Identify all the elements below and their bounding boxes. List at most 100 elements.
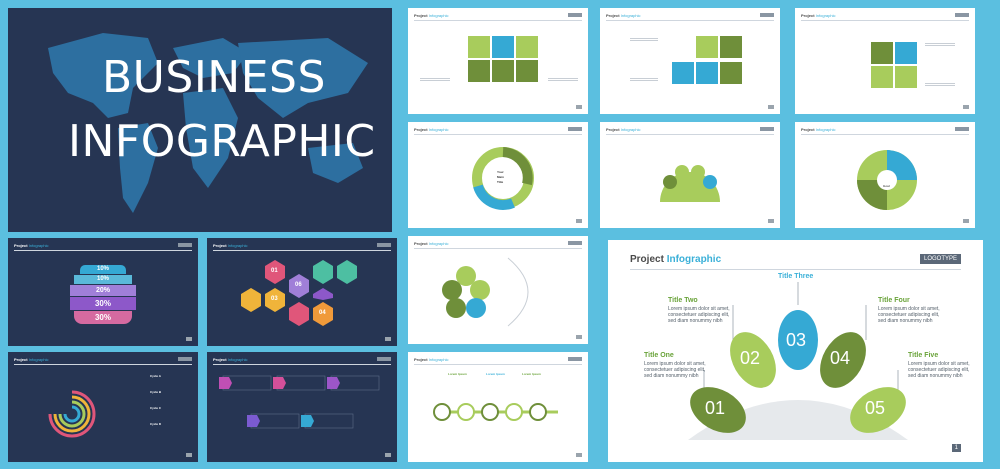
donut-center-line2: Main [497, 175, 504, 179]
slide-puzzle-2[interactable]: Project Infographic [600, 8, 780, 114]
radial-bars-graphic [48, 390, 96, 438]
slide-divider [213, 364, 391, 365]
slide-petal-cluster[interactable]: Project Infographic [408, 236, 588, 344]
slide-number [186, 337, 192, 341]
hex-number-4: 04 [319, 310, 326, 316]
petal-04 [820, 332, 866, 388]
process-title-2: Lorem Ipsum [486, 372, 505, 376]
slide-number [576, 453, 582, 457]
item-title-3: Title Three [778, 273, 814, 280]
item-title-5: Title Five [908, 352, 939, 359]
slide-number [385, 453, 391, 457]
slide-donut[interactable]: Project Infographic Your Main Title [408, 122, 588, 228]
slide-puzzle-1[interactable]: Project Infographic [408, 8, 588, 114]
slide-percent-stack[interactable]: Project Infographic 10% 10% 20% 30% 30% [8, 238, 198, 346]
petal-number-03: 03 [786, 330, 807, 350]
slide-number [576, 219, 582, 223]
logotype-badge [178, 357, 192, 361]
petal-01 [690, 387, 746, 433]
petal-number-01: 01 [705, 398, 726, 418]
half-circle-graphic [660, 165, 720, 202]
logotype-badge [377, 357, 391, 361]
goal-label: Goal [883, 184, 890, 188]
petal-number-04: 04 [830, 348, 851, 368]
logotype-badge: LOGOTYPE [919, 254, 961, 264]
slide-header: Project Infographic [213, 243, 248, 248]
featured-slide-petals[interactable]: Project Infographic LOGOTYPE 01 02 03 04… [608, 240, 983, 462]
timeline-graphic [219, 375, 380, 429]
slide-number [963, 219, 969, 223]
slide-number [576, 105, 582, 109]
logotype-badge [568, 357, 582, 361]
hex-number-3: 03 [271, 296, 278, 302]
item-body-5: Lorem ipsum dolor sit amet,consectetuer … [908, 361, 970, 379]
slide-divider [414, 134, 582, 135]
slide-timeline[interactable]: Project Infographic [207, 352, 397, 462]
hero-slide: BUSINESS INFOGRAPHIC [8, 8, 392, 232]
slide-header: Project Infographic [606, 13, 641, 18]
item-body-4: Lorem ipsum dolor sit amet,consectetuer … [878, 306, 940, 324]
slide-divider [801, 134, 969, 135]
slide-hexagons[interactable]: Project Infographic 01 03 04 06 [207, 238, 397, 346]
page-number: 1 [951, 444, 961, 452]
slide-number [963, 105, 969, 109]
logotype-badge [178, 243, 192, 247]
cycle-label-a: Cycle A [150, 374, 161, 378]
slide-radial-bars[interactable]: Project Infographic Cycle A Cycle B Cycl… [8, 352, 198, 462]
donut-center-line1: Your [497, 170, 504, 174]
donut-center-line3: Title [497, 180, 504, 184]
process-title-1: Lorem Ipsum [448, 372, 467, 376]
slide-puzzle-3[interactable]: Project Infographic [795, 8, 975, 114]
slide-header: Project Infographic [414, 357, 449, 362]
hex-number-1: 01 [271, 268, 278, 274]
puzzle-graphic [468, 36, 538, 82]
slide-divider [213, 250, 391, 251]
logotype-badge [760, 13, 774, 17]
slide-half-circle[interactable]: Project Infographic [600, 122, 780, 228]
petal-fan-graphic [688, 282, 908, 440]
puzzle-graphic [871, 42, 917, 88]
slide-divider [606, 20, 774, 21]
slide-number [385, 337, 391, 341]
slide-process-steps[interactable]: Project Infographic Lorem Ipsum Lorem Ip… [408, 352, 588, 462]
featured-slide-divider [630, 269, 961, 270]
item-title-4: Title Four [878, 297, 910, 304]
slide-goal-cycle[interactable]: Project Infographic Goal [795, 122, 975, 228]
item-body-2: Lorem ipsum dolor sit amet,consectetuer … [668, 306, 730, 324]
slide-number [768, 219, 774, 223]
logotype-badge [760, 127, 774, 131]
slide-divider [606, 134, 774, 135]
item-title-1: Title One [644, 352, 674, 359]
cycle-label-d: Cycle D [150, 422, 162, 426]
slide-divider [801, 20, 969, 21]
logotype-badge [568, 127, 582, 131]
item-body-1: Lorem ipsum dolor sit amet,consectetuer … [644, 361, 706, 379]
slide-divider [414, 248, 582, 249]
hex-number-6: 06 [295, 282, 302, 288]
slide-divider [414, 364, 582, 365]
world-map-graphic [48, 33, 368, 213]
slide-number [186, 453, 192, 457]
petal-02 [730, 332, 776, 388]
goal-cycle-graphic [857, 150, 917, 210]
logotype-badge [568, 13, 582, 17]
percent-bar-1: 10% [80, 265, 126, 274]
percent-bar-4: 30% [70, 297, 136, 310]
percent-bar-2: 10% [74, 275, 132, 284]
cycle-label-c: Cycle C [150, 406, 162, 410]
slide-header: Project Infographic [14, 243, 49, 248]
slide-number [768, 105, 774, 109]
petal-03 [778, 310, 818, 370]
petal-number-05: 05 [865, 398, 886, 418]
hexagon-grid-graphic [241, 260, 357, 326]
percent-bar-5: 30% [74, 311, 132, 324]
donut-graphic [472, 147, 534, 210]
slide-header: Project Infographic [414, 13, 449, 18]
process-title-3: Lorem Ipsum [522, 372, 541, 376]
cycle-label-b: Cycle B [150, 390, 162, 394]
slide-divider [14, 364, 192, 365]
item-title-2: Title Two [668, 297, 698, 304]
petal-number-02: 02 [740, 348, 761, 368]
hero-title-line1: BUSINESS [102, 52, 326, 103]
slide-header: Project Infographic [414, 241, 449, 246]
